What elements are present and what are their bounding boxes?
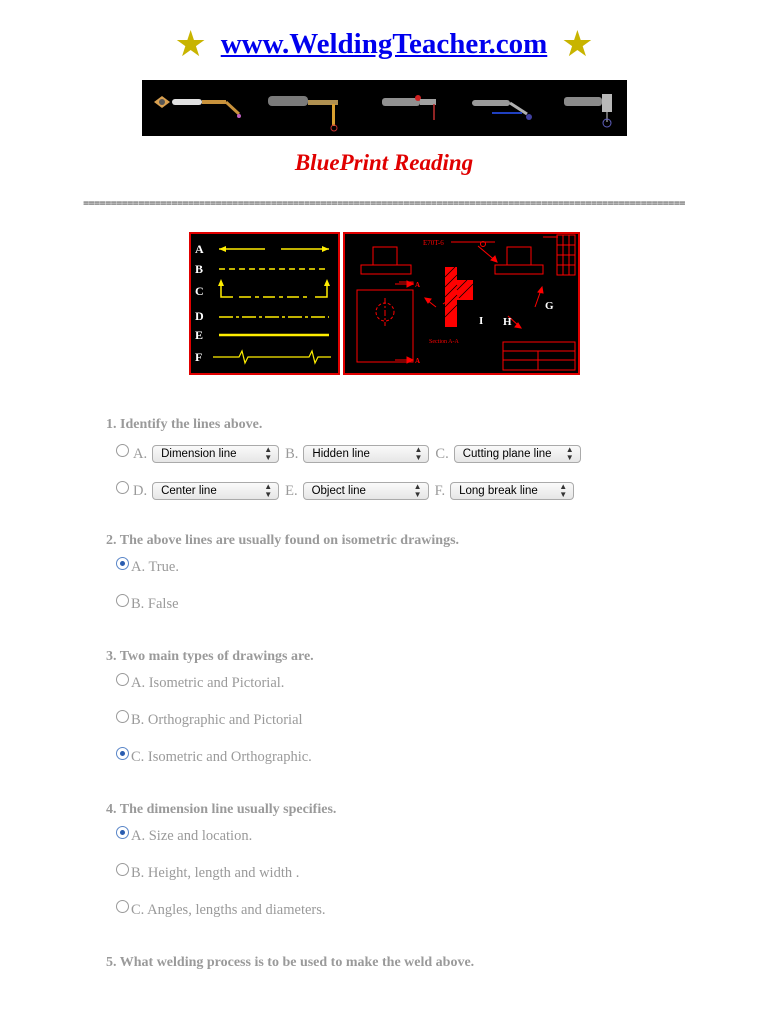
question-4: 4. The dimension line usually specifies. <box>106 802 337 817</box>
section-arrow-label-top: A <box>415 281 420 289</box>
question-3: 3. Two main types of drawings are. <box>106 649 314 664</box>
radio-q3-a[interactable] <box>116 673 129 686</box>
section-a-a-drawing <box>444 266 474 327</box>
fig-label-c: C <box>195 284 204 298</box>
select-line-b[interactable]: Hidden line▲▼ <box>303 445 430 463</box>
select-arrows-icon: ▲▼ <box>264 445 273 462</box>
plasma-torch-icon <box>564 94 612 128</box>
fig-label-i: I <box>479 315 483 327</box>
blueprint-drawing-figure: E70T-6 A A Section A-A I H G <box>343 232 580 375</box>
select-arrows-icon: ▲▼ <box>414 445 423 462</box>
divider: ========================================… <box>83 198 685 209</box>
select-line-e[interactable]: Object line▲▼ <box>302 482 429 500</box>
fig-label-b: B <box>195 262 203 276</box>
radio-q2-b[interactable] <box>116 594 129 607</box>
fig-label-d: D <box>195 309 204 323</box>
star-icon: ★ <box>174 24 207 64</box>
question-2: 2. The above lines are usually found on … <box>106 533 460 548</box>
select-arrows-icon: ▲▼ <box>264 482 273 499</box>
site-header: ★ www.WeldingTeacher.com ★ <box>0 24 768 64</box>
select-line-f[interactable]: Long break line▲▼ <box>450 482 575 500</box>
option-q3-a[interactable]: A. Isometric and Pictorial. <box>116 673 284 692</box>
fig-label-e: E <box>195 328 203 342</box>
line-types-figure: A B C D E F <box>189 232 340 375</box>
option-q3-b[interactable]: B. Orthographic and Pictorial <box>116 710 303 729</box>
option-q4-a[interactable]: A. Size and location. <box>116 826 252 845</box>
option-letter: F. <box>434 482 446 499</box>
option-q2-b[interactable]: B. False <box>116 594 179 613</box>
radio-q3-b[interactable] <box>116 710 129 723</box>
option-q4-b[interactable]: B. Height, length and width . <box>116 863 299 882</box>
select-line-c[interactable]: Cutting plane line▲▼ <box>453 445 581 463</box>
fig-label-a: A <box>195 242 204 256</box>
star-icon: ★ <box>561 24 594 64</box>
option-letter: C. <box>435 445 449 462</box>
radio-q4-c[interactable] <box>116 900 129 913</box>
question-5: 5. What welding process is to be used to… <box>106 955 475 970</box>
long-break-line <box>213 349 331 365</box>
matching-row-1: A. Dimension line▲▼ B. Hidden line▲▼ C. … <box>116 443 585 463</box>
select-line-d[interactable]: Center line▲▼ <box>152 482 280 500</box>
dimension-line <box>219 246 329 252</box>
option-letter: D. <box>133 482 148 499</box>
welding-tools-banner <box>142 80 627 136</box>
select-arrows-icon: ▲▼ <box>565 445 574 462</box>
radio-q4-a[interactable] <box>116 826 129 839</box>
question-1: 1. Identify the lines above. <box>106 417 263 432</box>
fig-label-f: F <box>195 350 202 364</box>
fig-label-h: H <box>503 316 512 328</box>
site-link[interactable]: www.WeldingTeacher.com <box>220 27 548 60</box>
section-arrow-label-bottom: A <box>415 357 420 365</box>
option-q2-a[interactable]: A. True. <box>116 557 179 576</box>
select-line-a[interactable]: Dimension line▲▼ <box>152 445 280 463</box>
cutting-plane-line <box>218 279 330 298</box>
option-letter: B. <box>285 445 299 462</box>
weld-symbol-label: E70T-6 <box>423 239 444 247</box>
radio-q3-c[interactable] <box>116 747 129 760</box>
matching-row-2: D. Center line▲▼ E. Object line▲▼ F. Lon… <box>116 480 578 500</box>
radio-q1-row2[interactable] <box>116 480 129 494</box>
tig-torch-icon <box>268 96 338 132</box>
stick-electrode-holder-icon <box>154 96 241 118</box>
option-letter: A. <box>133 445 148 462</box>
select-arrows-icon: ▲▼ <box>413 482 422 499</box>
radio-q1-row1[interactable] <box>116 443 129 457</box>
select-arrows-icon: ▲▼ <box>559 482 568 499</box>
oxy-fuel-torch-icon <box>382 95 436 120</box>
section-label: Section A-A <box>429 339 459 345</box>
mig-gun-icon <box>472 100 532 120</box>
option-q4-c[interactable]: C. Angles, lengths and diameters. <box>116 900 326 919</box>
radio-q4-b[interactable] <box>116 863 129 876</box>
option-q3-c[interactable]: C. Isometric and Orthographic. <box>116 747 312 766</box>
option-letter: E. <box>285 482 298 499</box>
radio-q2-a[interactable] <box>116 557 129 570</box>
page-title: BluePrint Reading <box>294 150 474 175</box>
fig-label-g: G <box>545 300 554 312</box>
